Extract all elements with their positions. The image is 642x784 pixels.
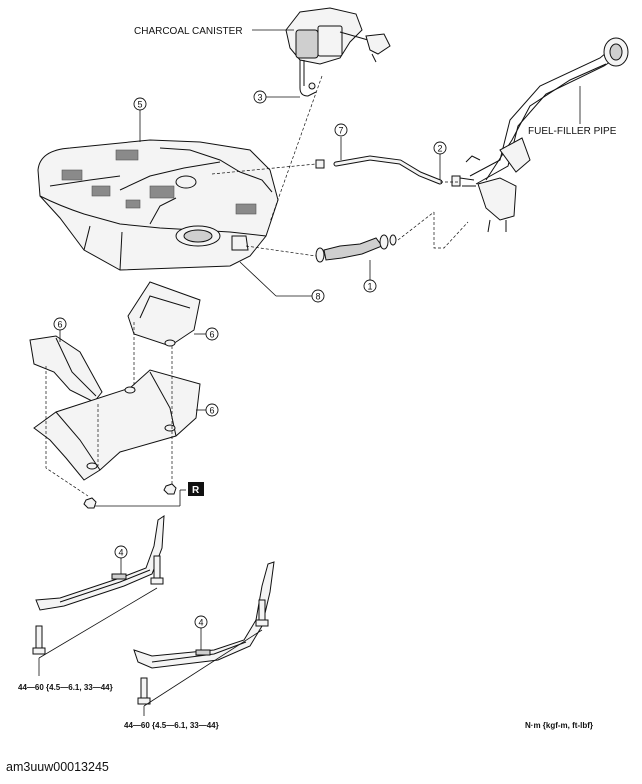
callout-8: 8 — [311, 289, 325, 303]
svg-text:8: 8 — [315, 292, 320, 302]
callout-5: 5 — [133, 97, 147, 111]
charcoal-canister — [285, 7, 391, 97]
bolt-strap-lower-left — [137, 677, 151, 705]
torque-spec-upper: 44—60 {4.5—6.1, 33—44} — [18, 683, 113, 692]
torque-spec-lower: 44—60 {4.5—6.1, 33—44} — [124, 721, 219, 730]
nut-lower — [83, 497, 97, 509]
fuel-filler-pipe — [459, 37, 629, 233]
svg-text:5: 5 — [137, 100, 142, 110]
callout-4-lower: 4 — [194, 615, 208, 629]
callout-1: 1 — [363, 279, 377, 293]
bolt-strap-upper-left — [32, 625, 46, 655]
replace-marker — [188, 482, 204, 496]
fuel-tank — [37, 139, 279, 271]
fuel-filler-pipe-label: FUEL-FILLER PIPE — [528, 126, 617, 137]
callout-7: 7 — [334, 123, 348, 137]
bolt-strap-lower-right — [255, 599, 269, 627]
torque-units: N·m {kgf-m, ft-lbf} — [525, 721, 593, 730]
svg-text:3: 3 — [257, 93, 262, 103]
svg-text:6: 6 — [209, 330, 214, 340]
insulator-lower — [33, 369, 201, 481]
fuel-tank-strap-lower — [133, 561, 275, 669]
callout-6-upper: 6 — [205, 327, 219, 341]
svg-text:2: 2 — [437, 144, 442, 154]
svg-text:7: 7 — [338, 126, 343, 136]
callout-6-lower: 6 — [205, 403, 219, 417]
bolt-strap-upper-right — [150, 555, 164, 585]
insulator-upper — [127, 281, 201, 347]
callout-6-left: 6 — [53, 317, 67, 331]
filler-hose-1 — [315, 234, 397, 263]
svg-text:6: 6 — [209, 406, 214, 416]
charcoal-canister-label: CHARCOAL CANISTER — [134, 26, 243, 37]
fuel-tank-strap-upper — [35, 515, 165, 611]
insulator-left — [29, 335, 103, 403]
replace-marker-text: R — [192, 485, 200, 496]
svg-text:1: 1 — [367, 282, 372, 292]
svg-text:4: 4 — [118, 548, 123, 558]
callout-4-upper: 4 — [114, 545, 128, 559]
image-id: am3uuw00013245 — [6, 760, 109, 774]
fuel-pipe-7 — [315, 155, 461, 187]
callout-3: 3 — [253, 90, 267, 104]
svg-text:4: 4 — [198, 618, 203, 628]
nut-upper — [163, 483, 177, 495]
svg-text:6: 6 — [57, 320, 62, 330]
callout-2: 2 — [433, 141, 447, 155]
